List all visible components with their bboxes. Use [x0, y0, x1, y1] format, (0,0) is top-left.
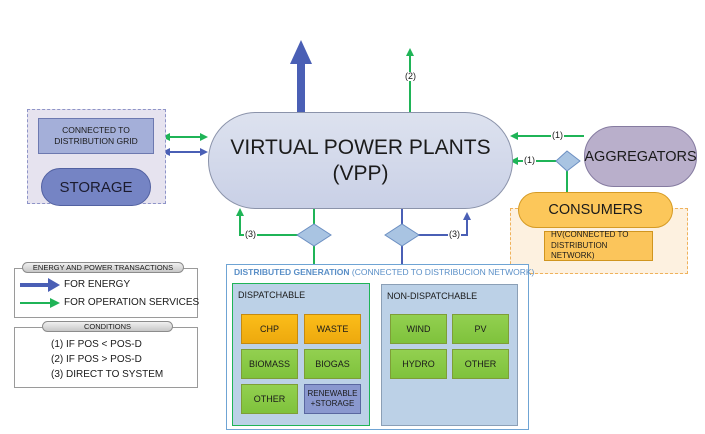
tile-label: WASTE — [316, 324, 349, 334]
tile-label: HYDRO — [402, 359, 435, 369]
legend-operation-arrow-icon — [20, 298, 60, 308]
tile-label: WIND — [406, 324, 431, 334]
storage-node[interactable]: STORAGE — [41, 168, 151, 206]
tile-label-line1: RENEWABLE — [307, 389, 358, 399]
connector-label-consumers: (1) — [523, 155, 536, 165]
nondispatchable-decision-diamond — [384, 223, 420, 247]
dg-title-rest: (CONNECTED TO DISTRIBUCION NETWORK) — [351, 267, 535, 277]
consumers-decision-diamond — [555, 150, 581, 172]
nondispatchable-direct-to-system-arrow — [418, 212, 471, 236]
connector-label-2: (2) — [404, 71, 417, 81]
connected-to-distribution-grid-box[interactable]: CONNECTED TO DISTRIBUTION GRID — [38, 118, 154, 154]
legend-operation-label: FOR OPERATION SERVICES — [64, 297, 200, 308]
storage-label: STORAGE — [59, 178, 133, 196]
tile-label: CHP — [259, 324, 279, 334]
aggregators-label: AGGREGATORS — [584, 148, 697, 165]
tile-pv[interactable]: PV — [452, 314, 509, 344]
legend-conditions-box — [14, 327, 198, 388]
tile-label: PV — [474, 324, 487, 334]
vpp-title-line2: (VPP) — [332, 161, 389, 185]
tile-biomass[interactable]: BIOMASS — [241, 349, 298, 379]
tile-label: BIOMASS — [248, 359, 290, 369]
vpp-title-line1: VIRTUAL POWER PLANTS — [230, 136, 491, 160]
connector-label-nondispatchable-direct: (3) — [448, 229, 461, 239]
tile-nondispatchable-other[interactable]: OTHER — [452, 349, 509, 379]
consumers-node[interactable]: CONSUMERS — [518, 192, 673, 228]
tile-renewable-storage[interactable]: RENEWABLE +STORAGE — [304, 384, 361, 414]
tile-biogas[interactable]: BIOGAS — [304, 349, 361, 379]
tile-waste[interactable]: WASTE — [304, 314, 361, 344]
tile-wind[interactable]: WIND — [390, 314, 447, 344]
vpp-node[interactable]: VIRTUAL POWER PLANTS (VPP) — [208, 112, 513, 209]
tile-dispatchable-other[interactable]: OTHER — [241, 384, 298, 414]
connector-label-dispatchable-direct: (3) — [244, 229, 257, 239]
tile-label: OTHER — [253, 394, 286, 404]
tile-chp[interactable]: CHP — [241, 314, 298, 344]
condition-item-2: (2) IF POS > POS-D — [51, 354, 142, 365]
condition-item-1: (1) IF POS < POS-D — [51, 339, 142, 350]
non-dispatchable-title: NON-DISPATCHABLE — [387, 291, 478, 301]
dispatchable-decision-diamond — [296, 223, 332, 247]
vpp-energy-output-arrow — [290, 40, 312, 114]
distributed-generation-title: DISTRIBUTED GENERATION (CONNECTED TO DIS… — [234, 267, 534, 277]
grid-box-line1: CONNECTED TO — [62, 125, 130, 136]
legend-transactions-title: ENERGY AND POWER TRANSACTIONS — [22, 262, 184, 273]
legend-energy-arrow-icon — [20, 278, 60, 292]
dg-title-bold: DISTRIBUTED GENERATION — [234, 267, 350, 277]
hv-line2: DISTRIBUTION NETWORK) — [551, 240, 608, 261]
tile-hydro[interactable]: HYDRO — [390, 349, 447, 379]
connector-label-aggregators: (1) — [551, 130, 564, 140]
legend-energy-label: FOR ENERGY — [64, 279, 131, 290]
hv-line1: HV(CONNECTED TO — [551, 230, 629, 240]
dispatchable-direct-to-system-arrow — [236, 208, 298, 236]
legend-conditions-title: CONDITIONS — [42, 321, 173, 332]
legend-transactions-title-text: ENERGY AND POWER TRANSACTIONS — [32, 263, 174, 272]
condition-item-3: (3) DIRECT TO SYSTEM — [51, 369, 164, 380]
tile-label: OTHER — [464, 359, 497, 369]
aggregators-node[interactable]: AGGREGATORS — [584, 126, 697, 187]
dispatchable-title: DISPATCHABLE — [238, 290, 306, 300]
legend-arrows — [20, 278, 60, 308]
grid-box-line2: DISTRIBUTION GRID — [54, 136, 138, 146]
consumers-label: CONSUMERS — [548, 202, 643, 218]
legend-conditions-title-text: CONDITIONS — [83, 322, 132, 331]
tile-label: BIOGAS — [315, 359, 350, 369]
tile-label-line2: +STORAGE — [310, 399, 355, 408]
hv-consumers-box[interactable]: HV(CONNECTED TO DISTRIBUTION NETWORK) — [544, 230, 653, 261]
